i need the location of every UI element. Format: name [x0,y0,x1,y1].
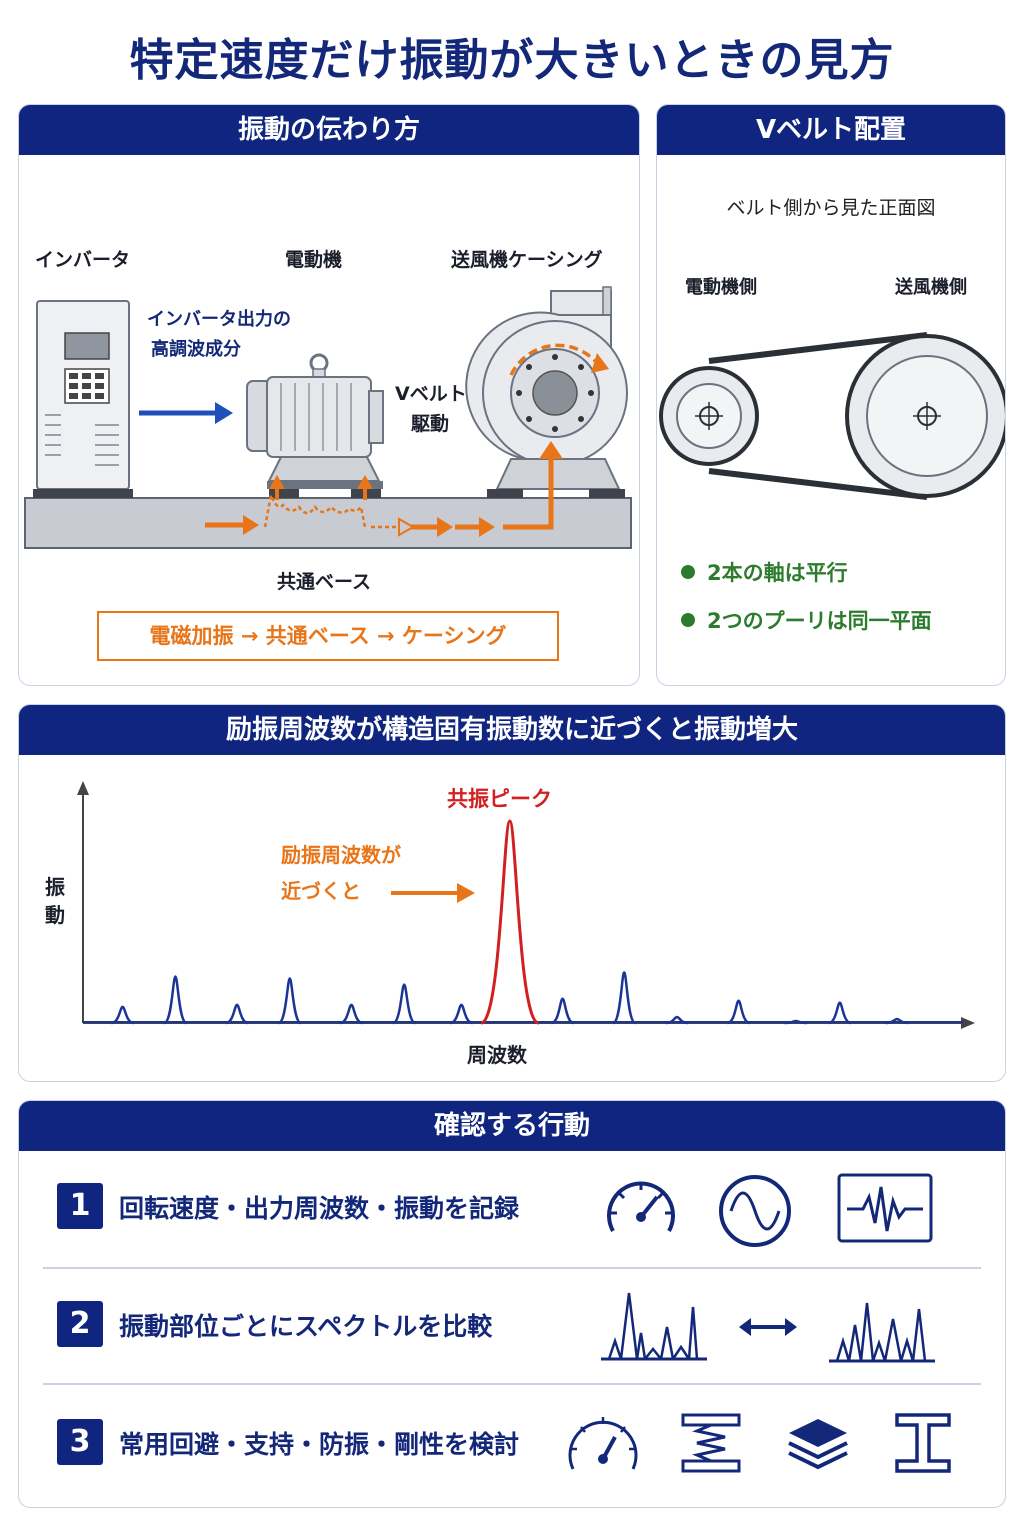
common-base [24,497,632,549]
inverter-unit [33,300,133,498]
step-2-number: 2 [57,1301,103,1347]
vibration-path-arrows [205,441,563,537]
machine-diagram [24,286,632,549]
ylabel-line2: 動 [45,903,65,927]
approach-label-line2: 近づくと [281,879,361,903]
motor-pulley [659,366,759,466]
common-base-label: 共通ベース [277,571,372,593]
speed-gauge-icon [568,1417,638,1470]
spectrum-chart [77,781,975,1029]
belt-heading: Vベルト配置 [657,105,1005,155]
step-divider-1 [43,1267,981,1269]
bullet-dot-icon [681,565,695,579]
spectrum-peak-13 [784,1019,808,1025]
step-2-text: 振動部位ごとにスペクトルを比較 [119,1312,493,1341]
y-axis-arrow [77,781,89,795]
approach-label-line1: 励振周波数が [281,843,401,867]
approach-arrow [391,883,475,903]
resonance-panel: 励振周波数が構造固有振動数に近づくと振動増大 共振ピーク 励振周波数が 近づくと… [18,704,1006,1082]
step-divider-2 [43,1383,981,1385]
fan-side-label: 送風機側 [895,277,967,298]
spectrum-peak-5 [339,1003,363,1025]
spectrum-peak-4 [277,977,302,1025]
bullet-dot-icon [681,613,695,627]
spectrum-peaks [83,819,963,1025]
belt-panel: Vベルト配置 ベルト側から見た正面図 電動機側 送風機側 2本の軸は平行 2つの… [656,104,1006,686]
motor-label: 電動機 [285,249,343,271]
damping-pad-icon [788,1419,848,1470]
transmission-flow-box: 電磁加振 → 共通ベース → ケーシング [97,611,559,661]
vbelt-label-line2: 駆動 [411,413,450,435]
resonance-peak [480,819,540,1025]
spectrum-peak-14 [828,1001,852,1025]
fan-casing-label: 送風機ケーシング [451,249,603,271]
spectrum-icon-right [829,1302,935,1363]
actions-heading: 確認する行動 [19,1101,1005,1151]
belt-bullet-1: 2本の軸は平行 [681,557,848,587]
xlabel: 周波数 [467,1043,527,1067]
step-3-text: 常用回避・支持・防振・剛性を検討 [119,1430,520,1459]
pulley-diagram [659,332,1005,500]
harmonic-label-line2: 高調波成分 [151,339,241,360]
compare-arrow-icon [739,1318,797,1336]
i-beam-icon [895,1413,951,1473]
spring-support-icon [681,1413,741,1473]
spectrum-peak-12 [726,999,751,1025]
spectrum-icon-left [601,1292,707,1361]
spectrum-peak-6 [392,983,417,1025]
motor-unit [246,353,384,498]
step-3-number: 3 [57,1419,103,1465]
belt-subtitle: ベルト側から見た正面図 [726,197,936,219]
spectrum-peak-15 [885,1017,909,1025]
ylabel-line1: 振 [45,875,65,899]
transmission-heading: 振動の伝わり方 [19,105,639,155]
fan-casing-unit [465,286,628,498]
spectrum-peak-3 [225,1003,249,1025]
harmonic-arrow [139,402,233,424]
vibration-monitor-icon [837,1173,933,1243]
spectrum-peak-11 [665,1015,689,1025]
resonance-heading: 励振周波数が構造固有振動数に近づくと振動増大 [19,705,1005,755]
actions-panel: 確認する行動 1 回転速度・出力周波数・振動を記録 2 振動部位ごとにスペクトル… [18,1100,1006,1508]
gauge-icon [607,1181,675,1232]
vbelt-label-line1: Vベルト [395,383,467,405]
resonance-peak-label: 共振ピーク [447,787,552,811]
spectrum-peak-1 [111,1005,135,1025]
transmission-panel: 振動の伝わり方 インバータ 電動機 送風機ケーシング インバータ出力の 高調波成… [18,104,640,686]
step-1-number: 1 [57,1183,103,1229]
page-title: 特定速度だけ振動が大きいときの見方 [129,35,895,86]
motor-side-label: 電動機側 [685,277,757,298]
harmonic-label-line1: インバータ出力の [147,309,291,330]
spectrum-peak-7 [449,1003,473,1025]
spectrum-peak-10 [611,971,637,1025]
spectrum-peak-2 [162,975,188,1025]
inverter-label: インバータ [35,249,131,271]
spectrum-peak-9 [550,997,575,1025]
step-1-text: 回転速度・出力周波数・振動を記録 [119,1194,520,1223]
x-axis-arrow [961,1017,975,1029]
belt-bullet-2: 2つのプーリは同一平面 [681,605,932,635]
fan-pulley [845,334,1005,498]
sine-wave-icon [719,1175,791,1247]
